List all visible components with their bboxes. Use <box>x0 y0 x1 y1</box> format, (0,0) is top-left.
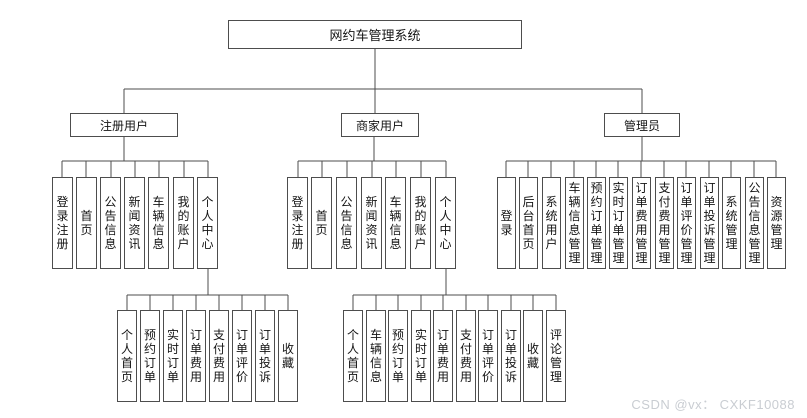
node-adm-reserve-order-mgmt: 预约订单管理 <box>587 177 606 269</box>
node-registered-user: 注册用户 <box>70 113 178 137</box>
node-reg-pc-order-complaints: 订单投诉 <box>255 310 275 402</box>
node-adm-vehicle-info-mgmt: 车辆信息管理 <box>565 177 584 269</box>
node-mer-notice-info: 公告信息 <box>336 177 357 269</box>
node-adm-system-users: 系统用户 <box>542 177 561 269</box>
node-adm-order-fee-mgmt: 订单费用管理 <box>632 177 651 269</box>
node-reg-login-register: 登录注册 <box>52 177 73 269</box>
node-mer-pc-comment-management: 评论管理 <box>546 310 566 402</box>
node-reg-pc-favorites: 收藏 <box>278 310 298 402</box>
node-reg-pc-order-reviews: 订单评价 <box>232 310 252 402</box>
node-mer-home: 首页 <box>311 177 332 269</box>
node-adm-resource-mgmt: 资源管理 <box>767 177 786 269</box>
node-reg-vehicle-info: 车辆信息 <box>148 177 169 269</box>
csdn-watermark: CSDN @vx： CXKF10088 <box>631 397 795 412</box>
node-reg-home: 首页 <box>76 177 97 269</box>
node-administrator: 管理员 <box>604 113 680 137</box>
node-reg-pc-order-fees: 订单费用 <box>186 310 206 402</box>
node-mer-pc-order-complaints: 订单投诉 <box>501 310 521 402</box>
node-mer-pc-favorites: 收藏 <box>523 310 543 402</box>
node-root-system: 网约车管理系统 <box>228 20 522 49</box>
node-reg-pc-payment-fees: 支付费用 <box>209 310 229 402</box>
node-mer-pc-order-reviews: 订单评价 <box>478 310 498 402</box>
node-reg-pc-reserve-orders: 预约订单 <box>140 310 160 402</box>
node-adm-login: 登录 <box>497 177 516 269</box>
node-mer-pc-personal-home: 个人首页 <box>343 310 363 402</box>
node-mer-login-register: 登录注册 <box>287 177 308 269</box>
node-adm-order-review-mgmt: 订单评价管理 <box>677 177 696 269</box>
node-mer-my-account: 我的账户 <box>410 177 431 269</box>
node-adm-backend-home: 后台首页 <box>519 177 538 269</box>
node-adm-notice-info-mgmt: 公告信息管理 <box>745 177 764 269</box>
node-adm-order-complaint-mgmt: 订单投诉管理 <box>700 177 719 269</box>
node-mer-vehicle-info: 车辆信息 <box>385 177 406 269</box>
node-reg-personal-center: 个人中心 <box>197 177 218 269</box>
node-mer-pc-order-fees: 订单费用 <box>433 310 453 402</box>
node-adm-realtime-order-mgmt: 实时订单管理 <box>609 177 628 269</box>
node-mer-news-info: 新闻资讯 <box>361 177 382 269</box>
node-merchant-user: 商家用户 <box>341 113 419 137</box>
node-reg-pc-personal-home: 个人首页 <box>117 310 137 402</box>
node-mer-pc-payment-fees: 支付费用 <box>456 310 476 402</box>
node-mer-pc-realtime-orders: 实时订单 <box>411 310 431 402</box>
node-mer-pc-reserve-orders: 预约订单 <box>388 310 408 402</box>
node-adm-system-mgmt: 系统管理 <box>722 177 741 269</box>
node-reg-news-info: 新闻资讯 <box>124 177 145 269</box>
node-mer-personal-center: 个人中心 <box>435 177 456 269</box>
node-reg-notice-info: 公告信息 <box>100 177 121 269</box>
node-reg-my-account: 我的账户 <box>173 177 194 269</box>
node-adm-payment-fee-mgmt: 支付费用管理 <box>655 177 674 269</box>
node-reg-pc-realtime-orders: 实时订单 <box>163 310 183 402</box>
node-mer-pc-vehicle-info: 车辆信息 <box>366 310 386 402</box>
